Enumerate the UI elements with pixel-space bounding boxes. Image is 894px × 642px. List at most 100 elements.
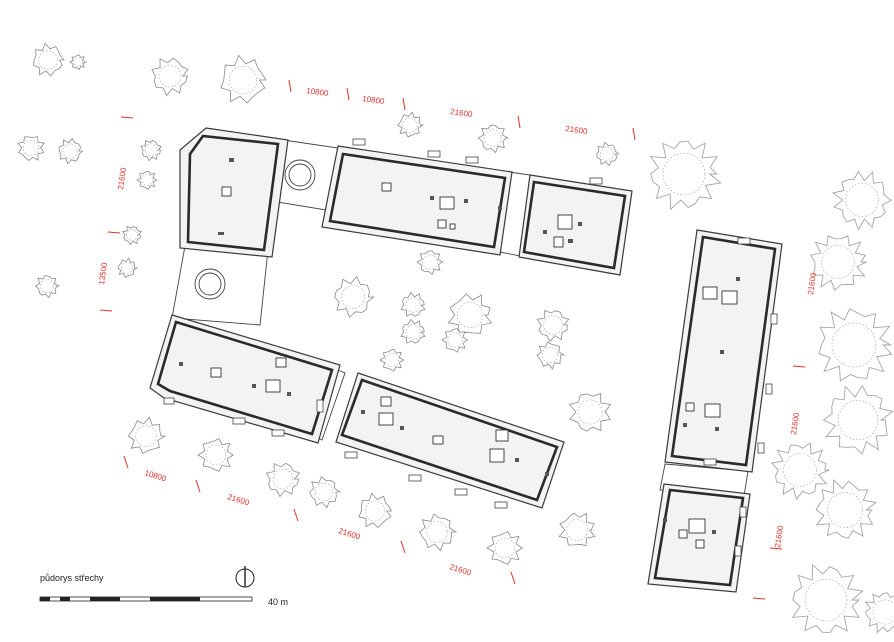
building-top-left <box>179 127 289 258</box>
building-right-tall <box>664 229 783 473</box>
skylight-round-2-inner <box>198 272 222 296</box>
tree-canopy <box>379 348 405 372</box>
tree-texture <box>272 468 294 490</box>
tree-texture <box>341 285 365 309</box>
tree-texture <box>566 519 588 541</box>
dimension-tick <box>346 87 350 101</box>
tree-canopy <box>822 384 894 455</box>
tree-texture <box>831 322 877 368</box>
dimension-tick <box>99 309 113 312</box>
tree-texture <box>144 143 158 157</box>
tree-canopy <box>197 437 235 472</box>
tree-texture <box>228 65 258 95</box>
tree-canopy <box>334 275 375 318</box>
tree-group <box>17 42 894 634</box>
tree-texture <box>827 492 863 528</box>
tree-canopy <box>220 54 267 104</box>
tree-canopy <box>809 235 867 291</box>
dimension-label: 21600 <box>450 107 474 119</box>
tree-canopy <box>832 170 892 231</box>
tree-texture <box>426 521 448 543</box>
tree-texture <box>456 301 483 328</box>
dimension-tick <box>792 365 806 368</box>
tree-texture <box>158 64 182 88</box>
dimension-label: 10800 <box>143 468 167 483</box>
tree-canopy <box>17 136 45 162</box>
tree-texture <box>405 297 421 313</box>
tree-canopy <box>558 512 596 546</box>
tree-canopy <box>309 476 342 509</box>
dimension-tick <box>107 231 121 234</box>
tree-texture <box>62 143 78 159</box>
skylight-round-1-inner <box>288 163 312 187</box>
tree-texture <box>364 500 386 522</box>
dimension-tick <box>769 547 783 550</box>
tree-canopy <box>568 393 612 432</box>
tree-texture <box>494 537 516 559</box>
tree-texture <box>541 346 558 363</box>
dimension-label: 21600 <box>226 492 250 507</box>
tree-texture <box>385 353 399 367</box>
dimension-label: 21600 <box>806 271 818 295</box>
dimension-label: 21600 <box>789 411 801 435</box>
tree-canopy <box>127 416 167 455</box>
scale-bar <box>39 596 253 602</box>
building-top-right <box>518 174 633 276</box>
tree-canopy <box>815 479 878 539</box>
tree-texture <box>422 254 438 270</box>
tree-canopy <box>117 257 139 279</box>
dimension-label: 21600 <box>773 524 785 548</box>
tree-texture <box>845 183 879 217</box>
tree-texture <box>804 578 848 622</box>
dimension-label: 21600 <box>565 124 589 136</box>
north-arrow-icon <box>235 566 255 588</box>
tree-canopy <box>140 139 162 162</box>
tree-texture <box>405 324 421 340</box>
tree-canopy <box>69 54 88 71</box>
dimension-label: 13500 <box>97 261 109 285</box>
dimension-label: 21600 <box>448 562 472 577</box>
dimension-ticks <box>99 79 806 600</box>
tree-canopy <box>265 462 301 498</box>
dimension-tick <box>195 479 201 493</box>
tree-canopy <box>477 124 510 154</box>
tree-canopy <box>400 318 426 344</box>
tree-texture <box>22 140 39 157</box>
dimension-tick <box>120 116 134 119</box>
tree-texture <box>837 399 879 441</box>
plan-title: půdorys střechy <box>40 573 104 583</box>
dimension-tick <box>123 455 129 469</box>
tree-texture <box>577 399 603 425</box>
tree-texture <box>141 174 153 186</box>
dimension-tick <box>632 127 636 141</box>
tree-canopy <box>136 170 158 190</box>
tree-texture <box>821 245 855 279</box>
building-right-short <box>647 458 751 593</box>
tree-canopy <box>441 328 470 353</box>
tree-texture <box>121 262 133 274</box>
dimension-label: 10800 <box>362 94 386 106</box>
tree-texture <box>135 425 157 447</box>
tree-texture <box>447 332 463 348</box>
building-top-middle <box>321 138 513 256</box>
tree-canopy <box>770 442 830 501</box>
tree-canopy <box>397 111 425 138</box>
building-bottom-middle <box>335 372 565 509</box>
tree-texture <box>662 152 706 196</box>
tree-canopy <box>486 530 524 565</box>
tree-texture <box>402 117 418 133</box>
tree-texture <box>314 482 334 502</box>
tree-canopy <box>649 140 722 211</box>
tree-canopy <box>33 42 66 77</box>
tree-canopy <box>536 310 570 342</box>
building-bottom-left <box>149 314 341 444</box>
tree-canopy <box>864 592 894 634</box>
dimension-tick <box>402 97 406 111</box>
tree-canopy <box>122 226 143 246</box>
dimension-tick <box>293 508 299 522</box>
dimension-tick <box>288 79 292 93</box>
tree-canopy <box>58 137 84 165</box>
tree-canopy <box>818 308 893 382</box>
tree-texture <box>872 599 894 625</box>
